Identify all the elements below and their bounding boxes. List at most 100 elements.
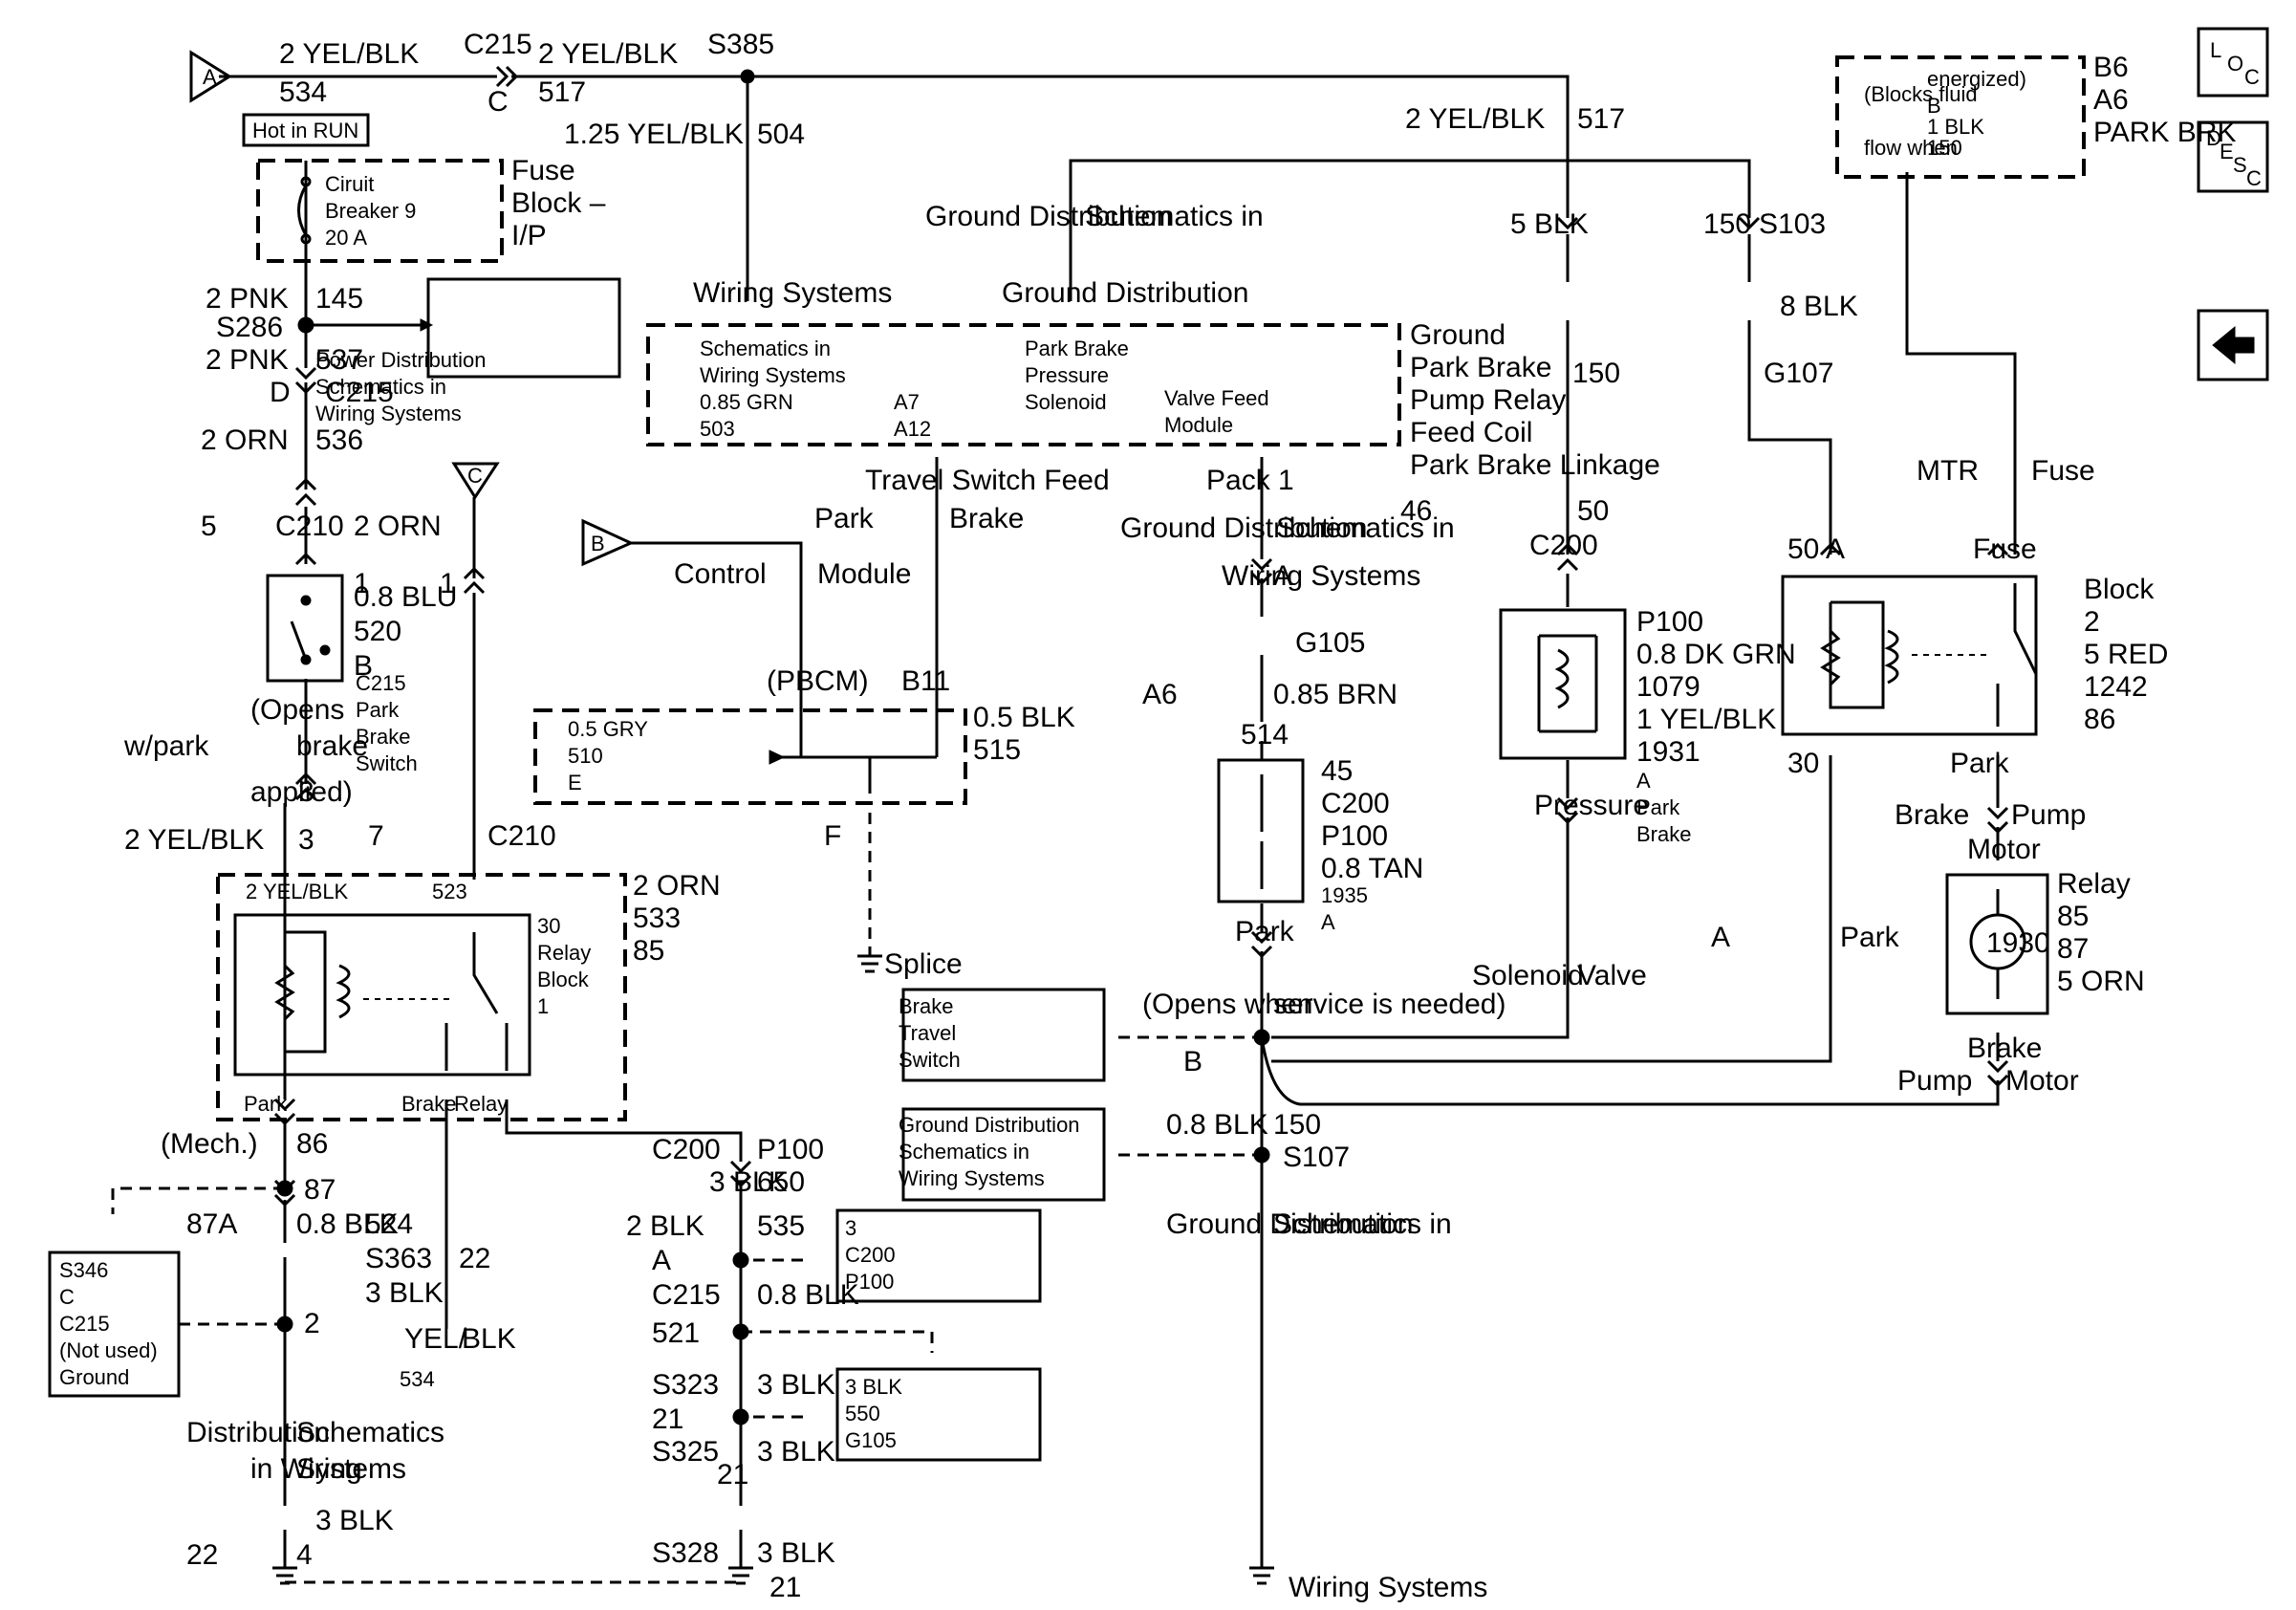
wires [219, 75, 2017, 1568]
pin-label: Pressure [1534, 790, 1649, 821]
wire-label: 2 YEL/BLK [538, 38, 678, 70]
wire-label: 3 [298, 824, 314, 856]
pin-label: (PBCM) [767, 665, 869, 697]
wire-label: 0.8 BLK [296, 1208, 399, 1240]
pin-label: Wiring Systems [693, 277, 892, 309]
label: 1 BLK [1927, 115, 1984, 139]
wire-label: 3 BLK [365, 1277, 444, 1309]
label: Switch [356, 751, 418, 775]
label: C200 [845, 1243, 896, 1267]
label: 0.8 DK GRN [1636, 639, 1796, 670]
label: Relay [537, 941, 591, 965]
label: C215 [59, 1312, 110, 1336]
wire-label: 2 PNK [206, 344, 289, 376]
label: 45 [1321, 755, 1353, 787]
label: Wiring Systems [315, 402, 462, 425]
label: B [1927, 94, 1941, 118]
connector-b-letter: B [591, 532, 605, 555]
label: 2 [2084, 606, 2100, 638]
wire-label: 1.25 YEL/BLK [564, 119, 744, 150]
wire-label: 150 [1273, 1109, 1321, 1141]
wire-label: 21 [652, 1403, 683, 1435]
label: B [354, 650, 373, 682]
wire-label: 7 [368, 820, 384, 852]
wire-label: S385 [707, 29, 774, 60]
connector-triangles [189, 50, 635, 567]
wire-label: 145 [315, 283, 363, 315]
wire-label: G107 [1764, 358, 1833, 389]
wire-label: C200 [652, 1134, 721, 1165]
label: 523 [432, 880, 467, 903]
label: Breaker 9 [325, 199, 416, 223]
loc-l2: O [2227, 52, 2243, 76]
wire-label: 3 BLK [757, 1537, 835, 1569]
loc-button[interactable] [2197, 27, 2269, 98]
label: 85 [2057, 901, 2089, 932]
label: Valve Feed [1164, 386, 1269, 410]
pin-label: 50 A [1787, 533, 1845, 565]
label: Wiring Systems [700, 363, 846, 387]
wire-label: 2 ORN [201, 424, 289, 456]
wire-label: Pump [2011, 799, 2086, 831]
wire-label: 524 [365, 1208, 413, 1240]
wire-label: 21 [769, 1572, 801, 1603]
wire-label: S325 [652, 1436, 719, 1468]
wire-label: A [1273, 560, 1292, 592]
wire-label: Systems [296, 1453, 406, 1485]
hot-in-run-label: Hot in RUN [252, 119, 358, 142]
wire-label: S323 [652, 1369, 719, 1401]
label: 30 [537, 914, 560, 938]
pin-label: Motor [1967, 834, 2041, 865]
wire-label: Wiring Systems [1222, 560, 1420, 592]
wire-label: 2 ORN [354, 511, 442, 542]
desc-l2: E [2220, 140, 2234, 163]
wire-label: MTR [1917, 455, 1979, 487]
label: I/P [511, 220, 547, 251]
splice-label: B [1183, 1046, 1202, 1077]
pin-label: 30 [1787, 748, 1819, 779]
label: Feed Coil [1410, 417, 1532, 448]
label: Schematics in [899, 1140, 1029, 1164]
wire-label: (Opens [250, 694, 344, 726]
desc-button[interactable] [2197, 120, 2269, 193]
label: Park Brake Linkage [1410, 449, 1660, 481]
connector-a-letter: A [203, 65, 217, 89]
label: 0.5 GRY [568, 717, 648, 741]
label: 510 [568, 744, 603, 768]
label: Switch [899, 1048, 961, 1072]
label: 3 [845, 1216, 856, 1240]
label: Travel [899, 1021, 956, 1045]
wire-label: Park [814, 503, 875, 534]
label: Wiring Systems [899, 1166, 1045, 1190]
wire-label: 2 YEL/BLK [279, 38, 419, 70]
wire-label: C210 [275, 511, 344, 542]
label: C [59, 1285, 75, 1309]
label: 3 BLK [845, 1375, 902, 1399]
label: A6 [2093, 84, 2129, 116]
wire-label: Module [817, 558, 911, 590]
label: Park [356, 698, 400, 722]
wire-label: 534 [279, 76, 327, 108]
wire-label: BLK [462, 1323, 516, 1355]
splice-label: S107 [1283, 1142, 1350, 1173]
wire-label: Brake [1895, 799, 1969, 831]
wire-label: Schematics in [1273, 1208, 1452, 1240]
wire-label: 0.8 BLK [757, 1279, 859, 1311]
wire-label: C210 [487, 820, 556, 852]
pin-label: Ground Distribution [1002, 277, 1248, 309]
wire-label: 22 [186, 1539, 218, 1571]
label: Park [244, 1092, 288, 1116]
arrow-left-icon[interactable] [2197, 309, 2269, 381]
label: Park Brake [1025, 337, 1129, 360]
label: Solenoid [1025, 390, 1107, 414]
ground-symbols [272, 954, 1274, 1585]
wire-label: 86 [296, 1128, 328, 1160]
label: Brake [356, 725, 410, 749]
wire-label: S103 [1759, 208, 1826, 240]
wire-label: 537 [315, 344, 363, 376]
label: 20 A [325, 226, 367, 250]
pin-label: Park [1235, 916, 1295, 947]
label: P100 [1321, 820, 1388, 852]
motor-symbol-label: 1930 [1986, 927, 2050, 959]
label: Pump Relay [1410, 384, 1566, 416]
